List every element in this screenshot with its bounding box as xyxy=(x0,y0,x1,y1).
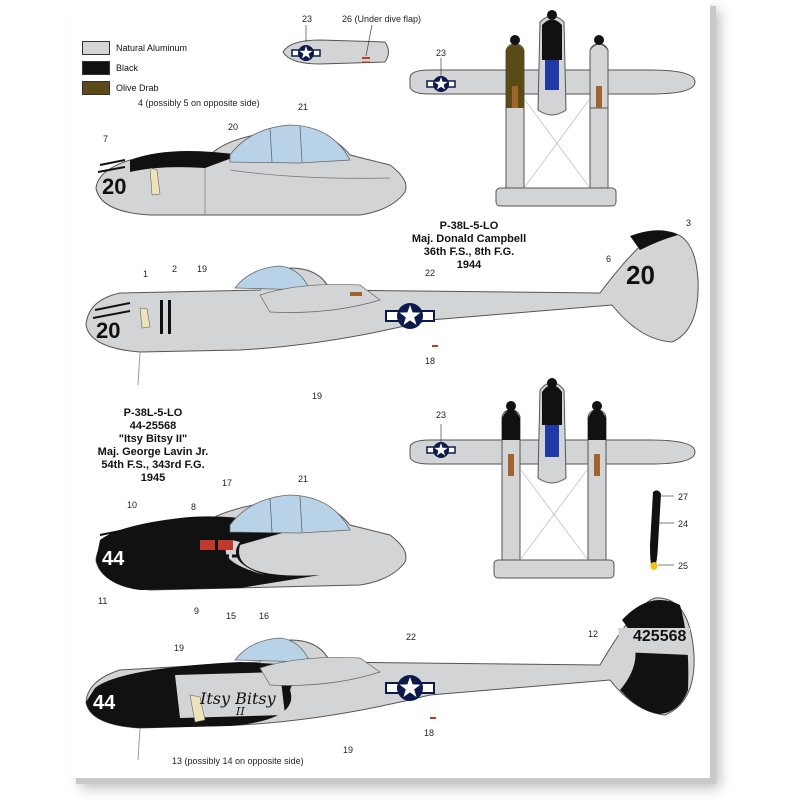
olive-drab-swatch xyxy=(82,81,110,95)
callout-15: 15 xyxy=(226,611,237,621)
callout-17: 17 xyxy=(222,478,233,488)
aircraft-2-type: P-38L-5-LO xyxy=(123,407,183,419)
callout-19: 19 xyxy=(174,643,185,653)
aircraft-1-unit: 36th F.S., 8th F.G. xyxy=(423,246,515,258)
caption-aircraft-1: P-38L-5-LO Maj. Donald Campbell 36th F.S… xyxy=(404,220,534,272)
top-view-aircraft-2 xyxy=(409,378,696,579)
callout-20: 20 xyxy=(228,122,239,132)
callout-26: 26 (Under dive flap) xyxy=(342,14,422,24)
aircraft-2-pilot: Maj. George Lavin Jr. xyxy=(97,446,209,458)
callout-9: 9 xyxy=(194,606,200,616)
legend-label: Olive Drab xyxy=(116,83,159,93)
nose-closeup-aircraft-2 xyxy=(95,494,407,591)
callout-12: 12 xyxy=(588,629,599,639)
callout-23: 23 xyxy=(302,14,313,24)
legend-item-aluminum: Natural Aluminum xyxy=(82,40,187,56)
callout-2: 2 xyxy=(172,264,178,274)
nose-code-aircraft-1: 20 xyxy=(96,318,121,343)
black-swatch xyxy=(82,61,110,75)
aircraft-1-pilot: Maj. Donald Campbell xyxy=(411,233,527,245)
side-view-aircraft-1 xyxy=(85,230,699,386)
aircraft-2-serial: 44-25568 xyxy=(129,420,177,432)
top-view-aircraft-1 xyxy=(409,10,696,207)
callout-1: 1 xyxy=(143,269,149,279)
legend-label: Natural Aluminum xyxy=(116,43,188,53)
aircraft-2-unit: 54th F.S., 343rd F.G. xyxy=(101,459,205,471)
nose-art-name: Itsy Bitsy xyxy=(200,689,276,708)
legend-item-olive-drab: Olive Drab xyxy=(82,80,159,96)
tail-serial-aircraft-2: 425568 xyxy=(633,628,687,645)
aircraft-2-name: "Itsy Bitsy II" xyxy=(118,433,188,445)
callout-21: 21 xyxy=(298,474,309,484)
aircraft-1-year: 1944 xyxy=(456,259,482,271)
callout-22: 22 xyxy=(406,632,417,642)
callout-11: 11 xyxy=(98,596,108,606)
nose-code-aircraft-2-closeup: 44 xyxy=(102,548,125,570)
callout-27: 27 xyxy=(678,492,689,502)
nose-art-numeral: II xyxy=(236,705,245,718)
aircraft-2-year: 1945 xyxy=(140,472,166,484)
callout-6: 6 xyxy=(606,254,612,264)
nose-closeup-aircraft-1 xyxy=(95,124,407,216)
caption-aircraft-2: P-38L-5-LO 44-25568 "Itsy Bitsy II" Maj.… xyxy=(88,407,218,485)
dive-flap-detail xyxy=(282,24,389,65)
callout-4: 4 (possibly 5 on opposite side) xyxy=(138,98,260,108)
legend-label: Black xyxy=(116,63,139,73)
callout-19: 19 xyxy=(197,264,208,274)
callout-8: 8 xyxy=(191,502,197,512)
callout-18: 18 xyxy=(425,356,436,366)
legend-item-black: Black xyxy=(82,60,138,76)
aircraft-1-type: P-38L-5-LO xyxy=(439,220,499,232)
callout-19: 19 xyxy=(343,745,354,755)
callout-10: 10 xyxy=(127,500,138,510)
callout-7: 7 xyxy=(103,134,109,144)
callout-13: 13 (possibly 14 on opposite side) xyxy=(172,756,304,766)
tail-code-aircraft-1: 20 xyxy=(626,260,655,290)
callout-23: 23 xyxy=(436,48,447,58)
aluminum-swatch xyxy=(82,41,110,55)
callout-24: 24 xyxy=(678,519,689,529)
nose-code-aircraft-1-closeup: 20 xyxy=(102,174,127,199)
side-view-aircraft-2 xyxy=(85,597,695,761)
callout-22: 22 xyxy=(425,268,436,278)
callout-21: 21 xyxy=(298,102,309,112)
callout-16: 16 xyxy=(259,611,270,621)
callout-23: 23 xyxy=(436,410,447,420)
callout-18: 18 xyxy=(424,728,435,738)
callout-3: 3 xyxy=(686,218,692,228)
callout-25: 25 xyxy=(678,561,689,571)
nose-code-aircraft-2: 44 xyxy=(93,692,116,714)
callout-19: 19 xyxy=(312,391,323,401)
propeller-blade-detail xyxy=(650,490,674,570)
